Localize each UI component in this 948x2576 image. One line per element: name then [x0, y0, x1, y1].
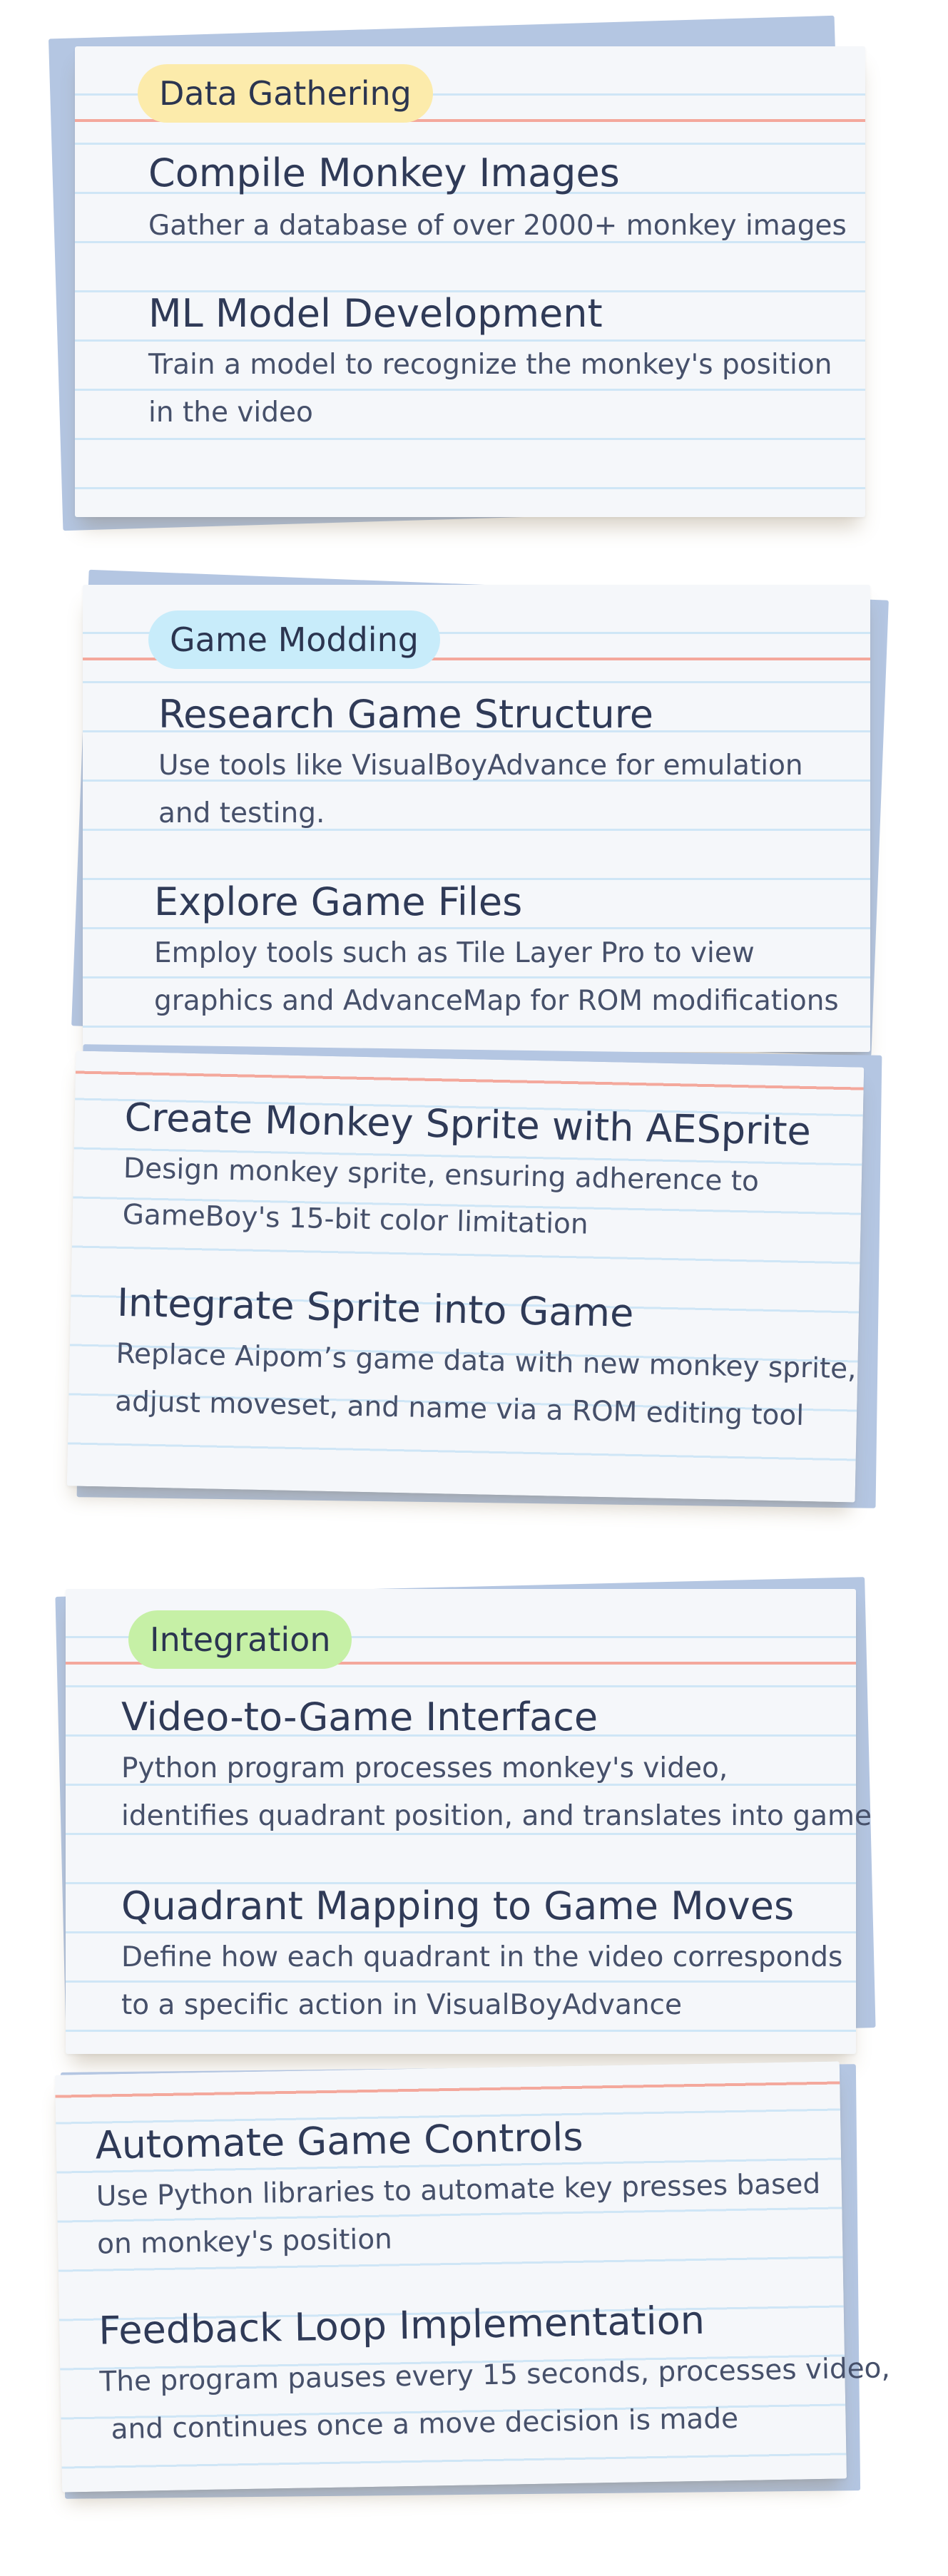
item-title: Quadrant Mapping to Game Moves	[121, 1884, 795, 1928]
card-integration-continued: Automate Game Controls Use Python librar…	[54, 2061, 890, 2493]
item-desc: and testing.	[158, 797, 325, 829]
section-tag: Integration	[128, 1610, 352, 1669]
item-desc: Use tools like VisualBoyAdvance for emul…	[158, 750, 803, 782]
item-desc: GameBoy's 15-bit color limitation	[122, 1198, 589, 1241]
item-desc: Python program processes monkey's video,	[121, 1752, 728, 1784]
item-title: Integrate Sprite into Game	[116, 1279, 634, 1336]
item-title: Create Monkey Sprite with AESprite	[123, 1094, 812, 1155]
section-tag: Data Gathering	[138, 64, 433, 123]
item-desc: to a specific action in VisualBoyAdvance	[121, 1989, 682, 2021]
item-title: Automate Game Controls	[95, 2114, 584, 2168]
item-title: Compile Monkey Images	[148, 150, 620, 195]
item-desc: and continues once a move decision is ma…	[111, 2403, 739, 2446]
item-desc: Train a model to recognize the monkey's …	[148, 349, 832, 381]
item-desc: Gather a database of over 2000+ monkey i…	[148, 210, 847, 242]
section-tag: Game Modding	[148, 610, 440, 669]
card-game-modding: Game Modding Research Game Structure Use…	[83, 585, 870, 1052]
item-desc: Define how each quadrant in the video co…	[121, 1941, 843, 1973]
item-title: ML Model Development	[148, 291, 603, 336]
item-desc: graphics and AdvanceMap for ROM modifica…	[154, 985, 839, 1017]
card-data-gathering: Data Gathering Compile Monkey Images Gat…	[75, 46, 865, 517]
card-game-modding-continued: Create Monkey Sprite with AESprite Desig…	[66, 1051, 865, 1503]
item-desc: in the video	[148, 397, 313, 429]
item-title: Research Game Structure	[158, 692, 653, 737]
item-desc: Use Python libraries to automate key pre…	[96, 2167, 821, 2213]
card-integration: Integration Video-to-Game Interface Pyth…	[66, 1589, 872, 2054]
item-desc: on monkey's position	[96, 2223, 393, 2261]
item-title: Explore Game Files	[154, 879, 523, 924]
item-title: Feedback Loop Implementation	[98, 2297, 705, 2353]
item-desc: identifies quadrant position, and transl…	[121, 1800, 872, 1832]
item-desc: The program pauses every 15 seconds, pro…	[99, 2352, 891, 2398]
item-title: Video-to-Game Interface	[121, 1695, 598, 1739]
item-desc: Employ tools such as Tile Layer Pro to v…	[154, 937, 755, 969]
